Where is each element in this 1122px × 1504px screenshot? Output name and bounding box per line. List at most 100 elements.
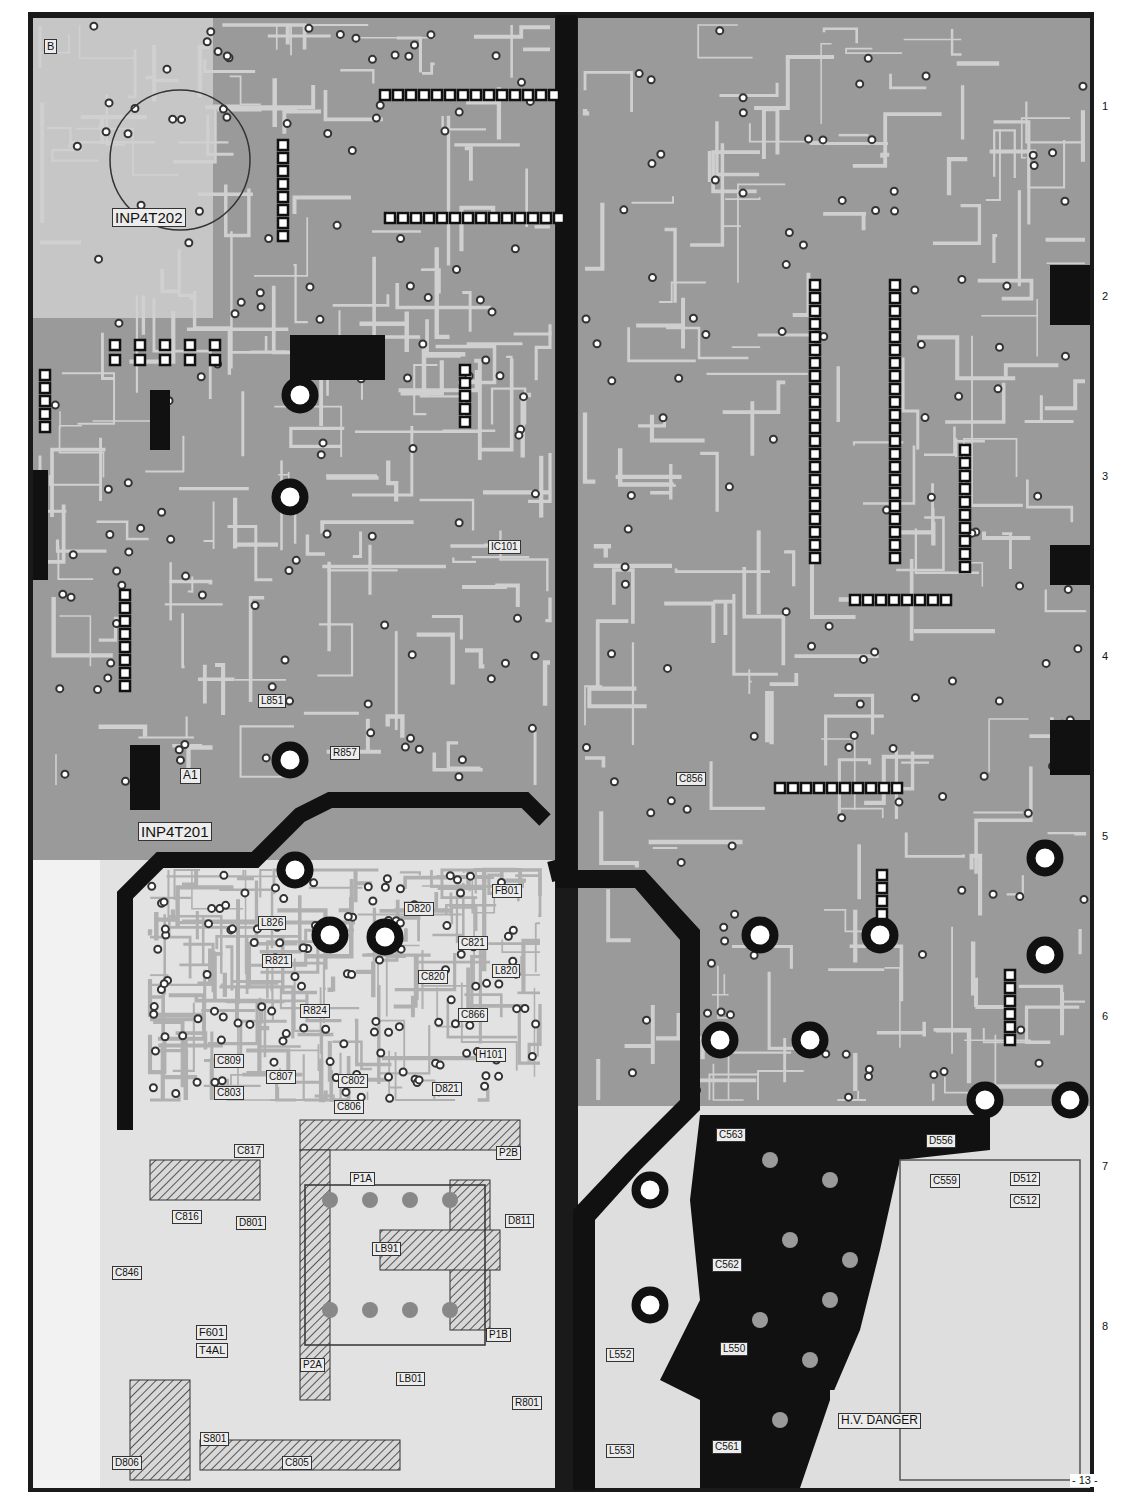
solder-pad bbox=[922, 414, 929, 421]
trace bbox=[150, 897, 191, 899]
solder-pad bbox=[195, 1015, 202, 1022]
trace bbox=[1046, 262, 1085, 264]
ic-pin-row bbox=[810, 462, 820, 472]
trace bbox=[142, 296, 145, 335]
trace bbox=[523, 48, 550, 52]
part-label: R821 bbox=[262, 954, 292, 968]
trace bbox=[976, 766, 1031, 873]
label-position: - 13 - bbox=[1070, 1470, 1100, 1488]
label-position: 8 bbox=[1100, 1316, 1110, 1334]
solder-pad bbox=[385, 1029, 392, 1036]
solder-pad bbox=[291, 973, 298, 980]
ic-pin-row bbox=[890, 423, 900, 433]
solder-pad bbox=[70, 551, 77, 558]
trace bbox=[589, 689, 646, 707]
trace bbox=[462, 293, 470, 332]
solder-pad bbox=[505, 933, 512, 940]
solder-pad bbox=[513, 1005, 520, 1012]
trace bbox=[304, 1096, 333, 1100]
label-position: R821 bbox=[262, 950, 292, 968]
trace bbox=[152, 45, 156, 102]
primary-trace bbox=[150, 1160, 260, 1200]
ic-pin-row bbox=[890, 475, 900, 485]
connector-pads bbox=[210, 355, 220, 365]
trace bbox=[636, 298, 683, 349]
solder-pad bbox=[215, 48, 222, 55]
part-label: C807 bbox=[266, 1070, 296, 1084]
connector-pads bbox=[185, 355, 195, 365]
trace bbox=[767, 693, 771, 744]
solder-pad bbox=[385, 1074, 392, 1081]
label-position: INP4T202 bbox=[112, 208, 186, 227]
connector-pads bbox=[120, 642, 130, 652]
trace bbox=[162, 269, 179, 292]
trace bbox=[539, 456, 543, 518]
ic-pin-row bbox=[810, 371, 820, 381]
connector-pads bbox=[278, 153, 288, 163]
solder-pad bbox=[1079, 83, 1086, 90]
solder-pad bbox=[1017, 1027, 1024, 1034]
trace bbox=[585, 72, 632, 112]
solder-pad bbox=[1030, 152, 1037, 159]
solder-pad bbox=[419, 340, 426, 347]
solder-pad bbox=[407, 282, 414, 289]
solder-pad bbox=[125, 548, 132, 555]
trace bbox=[1027, 480, 1071, 523]
part-label: FB01 bbox=[492, 884, 522, 898]
solder-pad bbox=[708, 960, 715, 967]
solder-pad bbox=[59, 591, 66, 598]
solder-pad bbox=[298, 983, 305, 990]
solder-pad bbox=[459, 756, 466, 763]
ic-pin-row bbox=[810, 475, 820, 485]
label-position: 5 bbox=[1100, 826, 1110, 844]
trace bbox=[442, 870, 480, 898]
trace bbox=[837, 366, 840, 422]
connector-pads bbox=[40, 383, 50, 393]
trace bbox=[545, 598, 550, 621]
label-position: P2B bbox=[496, 1142, 521, 1160]
solder-pad bbox=[258, 303, 265, 310]
trace bbox=[173, 106, 241, 161]
part-label: L553 bbox=[606, 1444, 634, 1458]
connector-pads bbox=[110, 340, 120, 350]
ic-pin-row bbox=[810, 280, 820, 290]
solder-pad bbox=[608, 650, 615, 657]
solder-pad bbox=[1062, 353, 1069, 360]
connector-pads bbox=[892, 783, 902, 793]
trace bbox=[477, 870, 479, 872]
solder-pad bbox=[103, 128, 110, 135]
solder-pad bbox=[270, 1059, 277, 1066]
solder-pad bbox=[105, 486, 112, 493]
solder-pad bbox=[251, 939, 258, 946]
solder-pad bbox=[660, 414, 667, 421]
trace bbox=[1064, 1001, 1085, 1003]
label-position: C805 bbox=[282, 1452, 312, 1470]
solder-pad bbox=[949, 677, 956, 684]
label-position: 2 bbox=[1100, 286, 1110, 304]
connector-pads bbox=[1005, 970, 1015, 980]
connector-pads bbox=[210, 340, 220, 350]
trace bbox=[1029, 717, 1051, 736]
solder-pad bbox=[177, 757, 184, 764]
grid-number: 8 bbox=[1100, 1320, 1110, 1333]
connector-pads bbox=[960, 458, 970, 468]
connector-pads bbox=[788, 783, 798, 793]
connector-pads bbox=[1005, 1009, 1015, 1019]
trace bbox=[744, 567, 783, 665]
trace bbox=[427, 319, 461, 355]
trace bbox=[698, 25, 752, 58]
transformer-pin bbox=[322, 1302, 338, 1318]
connector-pads bbox=[840, 783, 850, 793]
connector-pads bbox=[960, 510, 970, 520]
mounting-ring bbox=[706, 1026, 734, 1054]
connector-pads bbox=[801, 783, 811, 793]
connector-pads bbox=[135, 355, 145, 365]
label-position: D811 bbox=[505, 1210, 534, 1228]
trace bbox=[150, 929, 152, 933]
solder-pad bbox=[397, 235, 404, 242]
trace bbox=[236, 899, 240, 1004]
solder-pad bbox=[324, 531, 331, 538]
solder-pad bbox=[718, 1008, 725, 1015]
connector-pads bbox=[278, 218, 288, 228]
solder-pad bbox=[1080, 896, 1087, 903]
